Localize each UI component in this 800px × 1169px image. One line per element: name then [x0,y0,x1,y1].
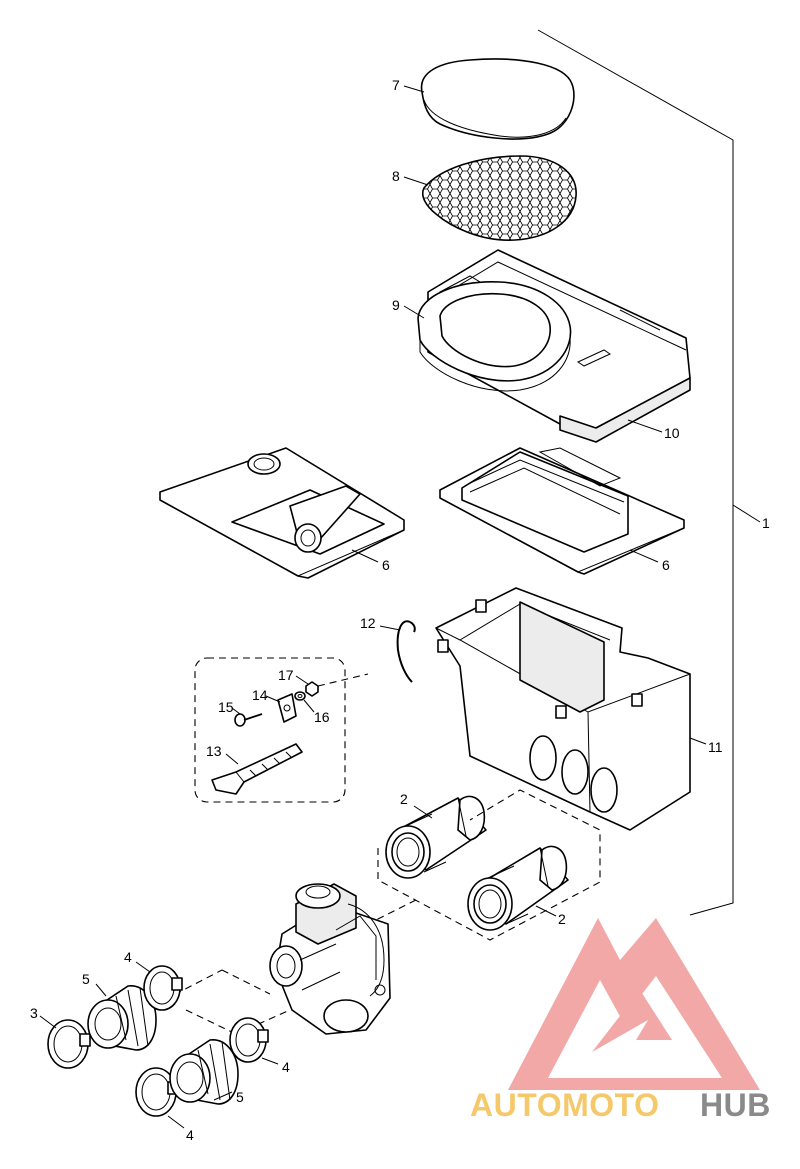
callout-6-right: 6 [662,557,670,573]
callout-9: 9 [392,297,400,313]
alignment-lines [163,789,601,1035]
callout-17: 17 [278,667,294,683]
part-16-washer [294,691,315,713]
part-5-boot-lower [169,1039,239,1105]
callout-7: 7 [392,77,400,93]
hardware-group-box [194,657,369,803]
callout-5-upper: 5 [82,971,90,987]
part-4-clamp-upper [135,961,183,1011]
callout-10: 10 [664,425,680,441]
callout-3: 3 [30,1005,38,1021]
part-2-intake-boot-upper [385,795,487,879]
part-6-right-cover [439,447,685,575]
callout-4-upper: 4 [124,949,132,965]
part-3-clamp [39,1015,91,1069]
callout-2-upper: 2 [400,791,408,807]
callout-11: 11 [708,739,723,755]
logo-inner-shape [592,990,672,1052]
part-7-foam-filter [403,58,575,140]
callout-8: 8 [392,168,400,184]
watermark-text: AUTOMOTO HUB [470,1087,771,1123]
part-14-bracket [265,693,297,723]
callout-14: 14 [252,687,268,703]
callout-4-bottom: 4 [186,1127,194,1143]
callout-labels: 1 2 2 3 4 4 4 5 5 6 6 7 8 9 10 11 12 13 … [30,77,770,1143]
part-8-mesh-screen [403,155,577,241]
assembly-bracket [537,29,761,916]
part-17-nut [295,675,319,697]
part-6-left-cover [159,447,405,579]
part-5-boot-upper [87,983,157,1051]
callout-15: 15 [218,699,234,715]
callout-1: 1 [762,515,770,531]
watermark-logo [508,918,760,1090]
callout-12: 12 [360,615,376,631]
callout-16: 16 [314,709,330,725]
part-11-airbox-body [435,587,707,831]
part-4-clamp-lower-right [229,1017,279,1065]
watermark-text-automoto: AUTOMOTO [470,1087,659,1123]
callout-6-left: 6 [382,557,390,573]
callout-13: 13 [206,743,222,759]
part-9-filter-frame [403,281,572,392]
part-15-screw [231,707,263,727]
callout-5-lower: 5 [236,1089,244,1105]
callout-4-right: 4 [282,1059,290,1075]
part-2-intake-boot-lower [467,845,569,931]
callout-2-lower: 2 [558,911,566,927]
watermark-text-hub: HUB [700,1087,771,1123]
part-12-spring-clip [379,620,416,683]
part-13-strap [211,743,303,795]
carburetor [269,883,391,1035]
